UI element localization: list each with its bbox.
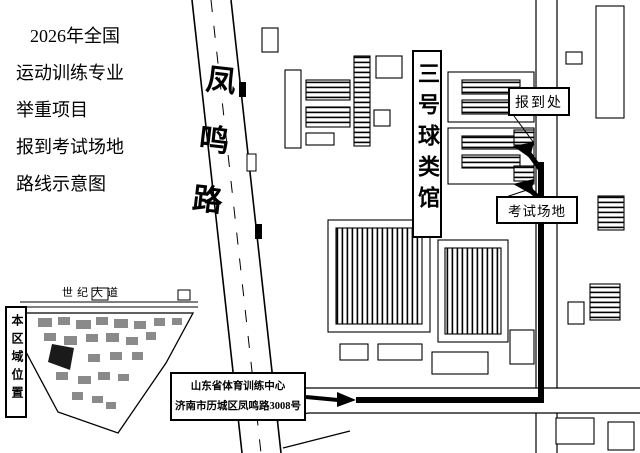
title-line: 2026年全国: [30, 26, 120, 46]
building: [305, 132, 335, 146]
route-main-line: [356, 162, 544, 403]
avenue-label: 世纪大道: [62, 287, 122, 299]
building: [555, 417, 595, 445]
building: [377, 343, 423, 361]
building: [461, 154, 521, 169]
building: [595, 5, 625, 119]
exam-area-label-box: 考试场地: [496, 196, 578, 224]
route-arrow-registration-icon: [513, 142, 534, 158]
building: [567, 301, 585, 325]
hall-label-box: 三号球类馆: [412, 50, 442, 238]
title-line: 举重项目: [16, 100, 88, 120]
inset-structure: [177, 289, 191, 301]
registration-label-box: 报到处: [508, 87, 570, 116]
route-path: [305, 142, 544, 407]
building: [444, 247, 502, 335]
building: [589, 283, 621, 321]
address-pointer-line: [305, 395, 339, 402]
route-arrow-exam-icon: [513, 179, 534, 194]
inset-title-box: 本区域位置: [5, 306, 27, 418]
building: [431, 351, 489, 375]
building: [305, 106, 351, 128]
building: [305, 79, 351, 101]
building: [335, 227, 423, 325]
address-line2: 济南市历城区凤鸣路3008号: [175, 401, 301, 412]
inset-buildings: [38, 317, 182, 409]
road-side-marks: [239, 82, 262, 239]
building: [565, 51, 583, 65]
building: [339, 343, 369, 361]
address-box: 山东省体育训练中心 济南市历城区凤鸣路3008号: [170, 372, 306, 421]
building: [509, 329, 535, 365]
building: [353, 55, 371, 147]
title-line: 报到考试场地: [16, 137, 124, 157]
address-line1: 山东省体育训练中心: [190, 381, 286, 392]
inset-structure: [91, 287, 109, 301]
exam-building: [513, 165, 535, 182]
map-title: 2026年全国 运动训练专业 举重项目 报到考试场地 路线示意图: [16, 18, 176, 203]
building: [607, 421, 635, 451]
building: [375, 55, 403, 79]
address-arrow-icon: [337, 392, 356, 407]
building: [461, 135, 521, 150]
building: [373, 109, 391, 127]
campus-buildings: [261, 5, 635, 451]
road-gate: [246, 153, 257, 172]
inset-map: [20, 287, 198, 434]
inset-highlight-area: [48, 344, 74, 370]
title-line: 运动训练专业: [16, 63, 124, 83]
building: [597, 195, 625, 231]
building: [261, 27, 279, 53]
title-line: 路线示意图: [16, 174, 106, 194]
road-mark: [239, 82, 246, 97]
building: [284, 69, 302, 149]
road-mark: [255, 224, 262, 239]
